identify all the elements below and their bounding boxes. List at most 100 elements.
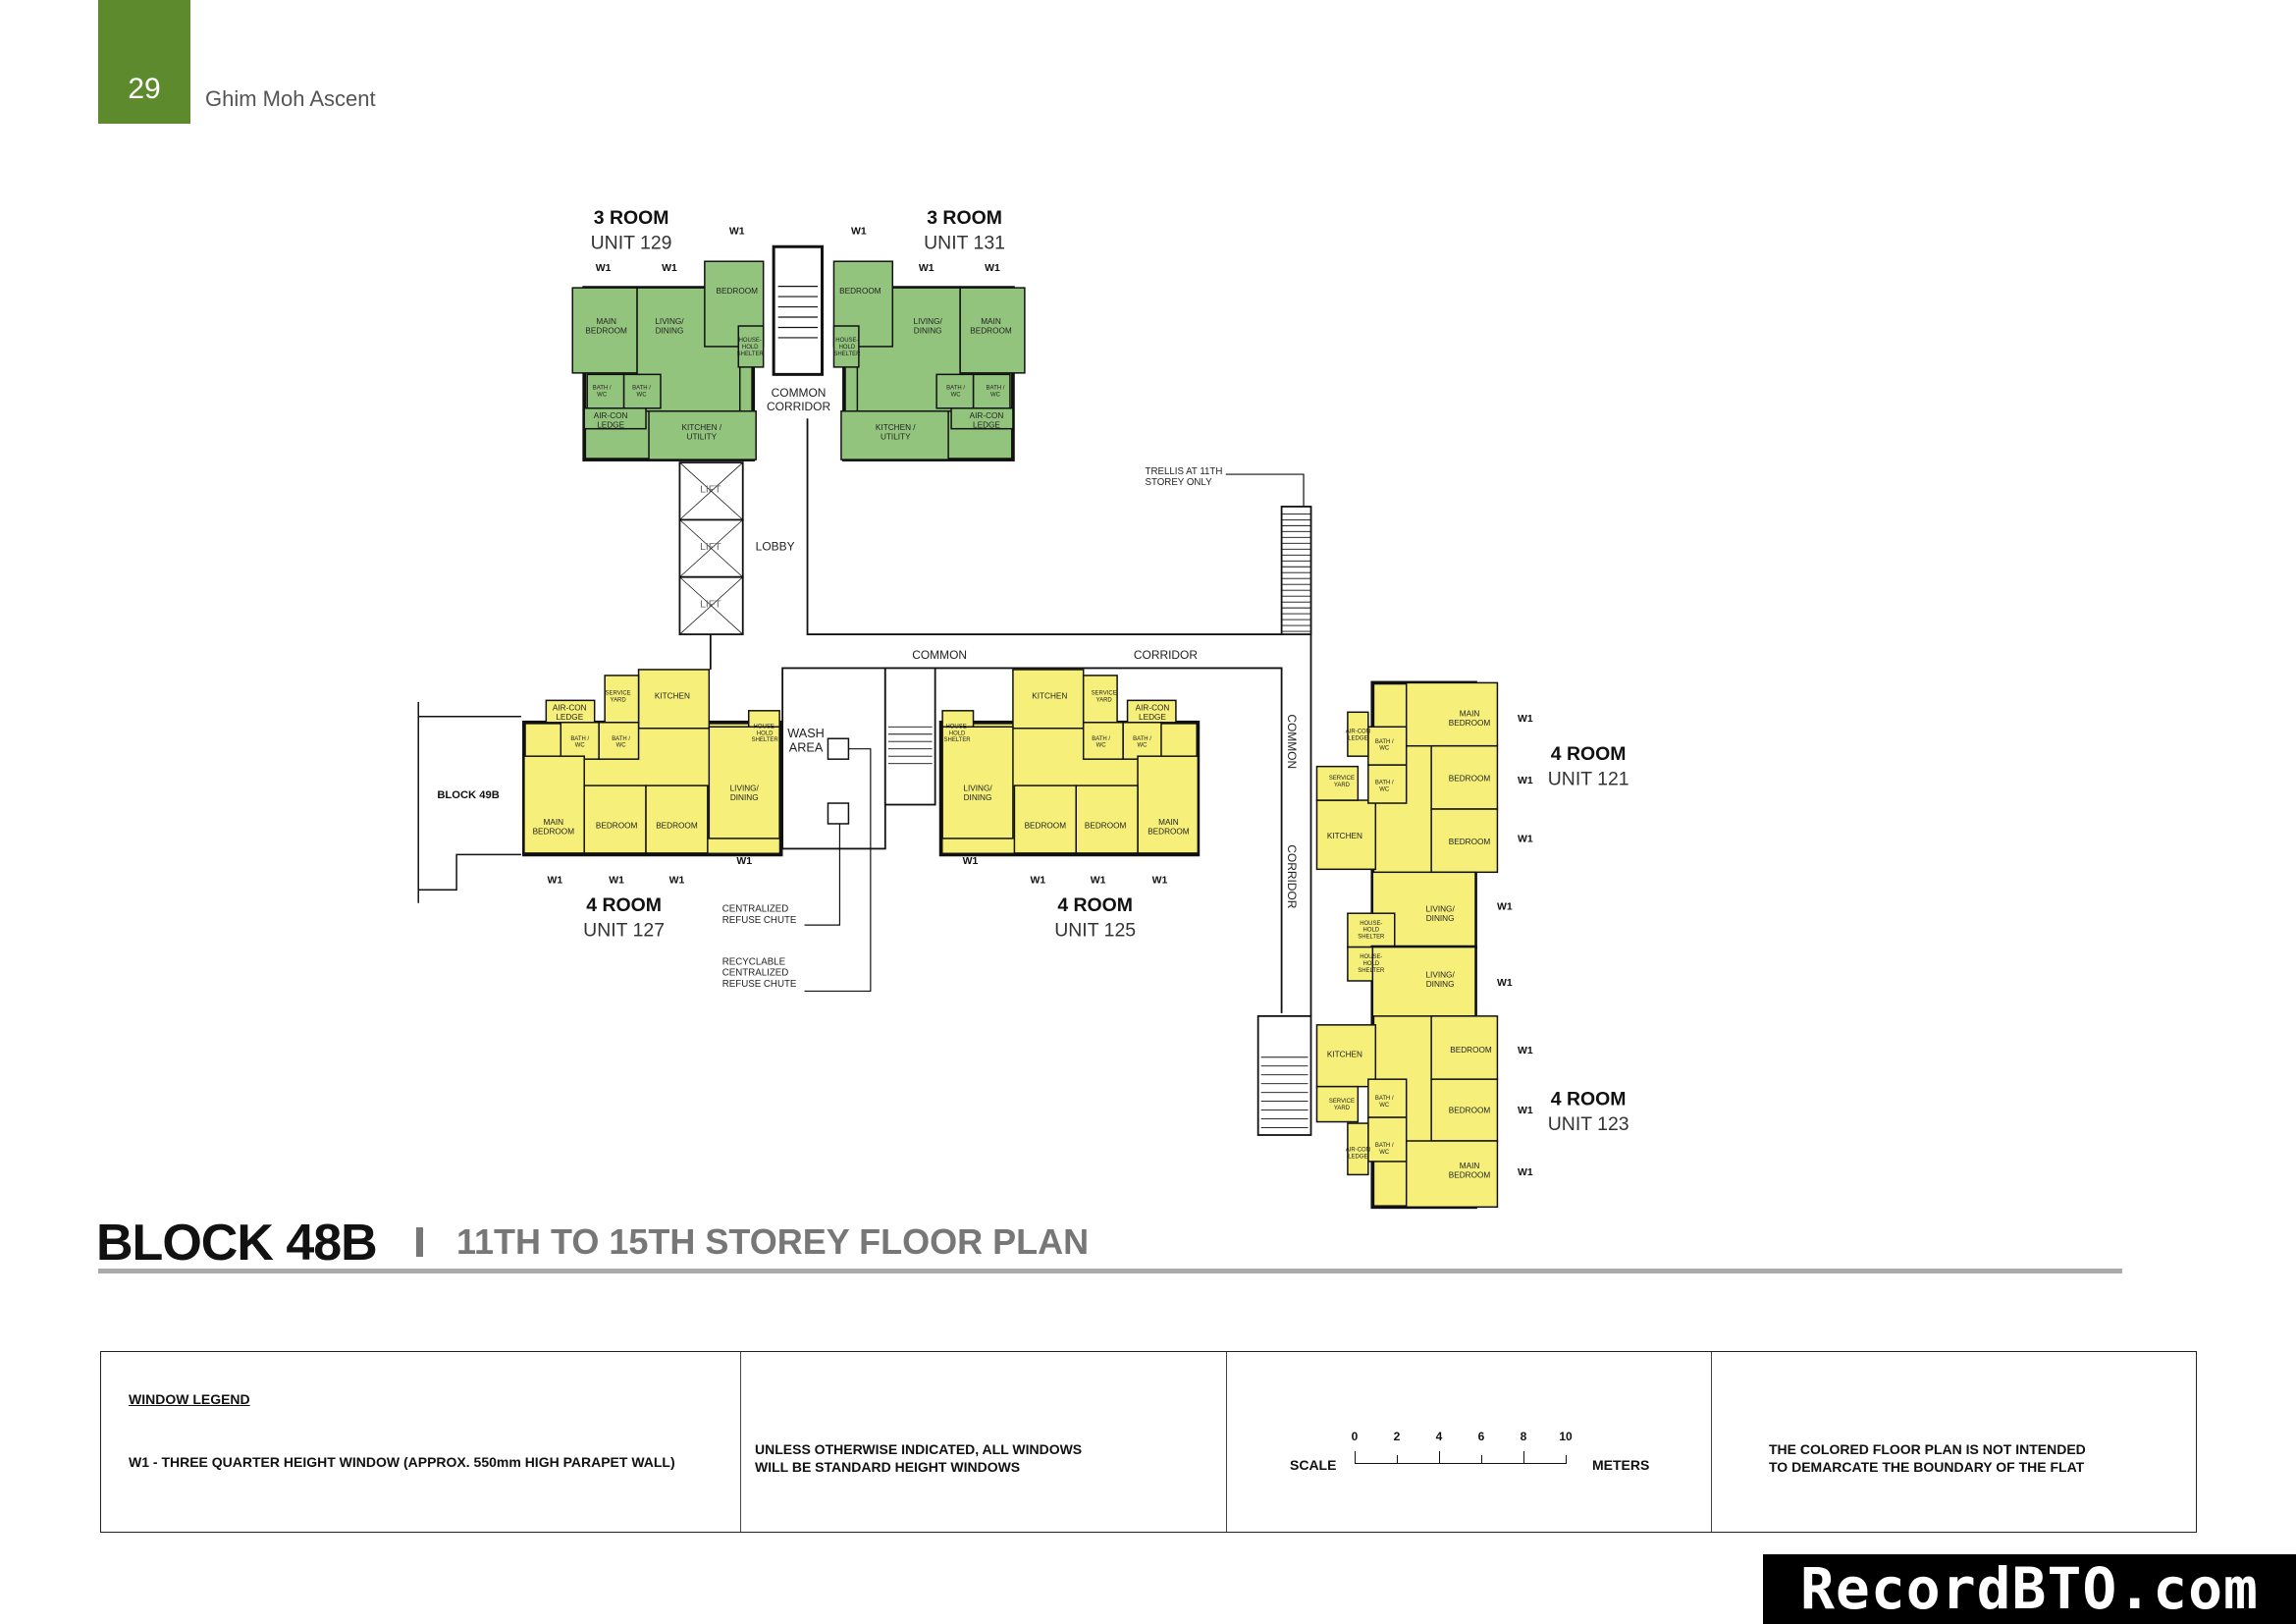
room-label: KITCHEN	[1327, 832, 1362, 840]
room	[1315, 765, 1360, 801]
text-line: LEDGE	[1348, 735, 1367, 741]
lift-cross	[679, 576, 743, 635]
room-label: BEDROOM	[1450, 1046, 1492, 1055]
text-line: COMMON	[772, 386, 827, 400]
text-line: DINING	[730, 793, 759, 802]
room-label: BATH /WC	[612, 736, 630, 749]
trellis-leader	[1225, 473, 1305, 507]
text-line: HOLD	[839, 345, 856, 351]
scale-unit: METERS	[1592, 1457, 1650, 1473]
text-line: LIFT	[700, 542, 721, 553]
window-tag-w1: W1	[851, 226, 867, 237]
unit-number-label: UNIT 127	[583, 919, 665, 941]
window-tag-w1: W1	[1518, 714, 1533, 725]
room	[1137, 755, 1200, 854]
text-line: UNIT 127	[583, 919, 665, 941]
text-line: HOUSE-	[945, 724, 968, 730]
room-label: BATH /WC	[632, 385, 651, 398]
text-line: BEDROOM	[585, 327, 627, 336]
text-line: BLOCK 49B	[437, 789, 500, 801]
room-label: BEDROOM	[1449, 838, 1491, 846]
corridor-outline	[884, 667, 1283, 1013]
text-line: LIVING/	[914, 317, 943, 326]
unit-number-label: UNIT 121	[1548, 768, 1629, 789]
room	[950, 406, 1014, 430]
note-line: WILL BE STANDARD HEIGHT WINDOWS	[755, 1459, 1021, 1475]
room	[1430, 808, 1499, 874]
room-label: KITCHEN	[655, 692, 690, 701]
text-line: W1	[669, 875, 685, 886]
room	[1315, 799, 1377, 871]
room-label: BATH /WC	[1375, 781, 1394, 793]
text-line: BATH /	[570, 736, 589, 742]
room	[1430, 744, 1499, 810]
text-line: LEDGE	[973, 420, 1000, 429]
text-line: W1	[919, 263, 934, 274]
staircase	[772, 244, 824, 376]
text-line: DINING	[1426, 914, 1455, 923]
text-line: CORRIDOR	[1285, 844, 1299, 908]
room-label: BATH /WC	[1375, 1096, 1394, 1109]
text-line: SHELTER	[737, 352, 765, 357]
text-line: LIVING/	[655, 317, 684, 326]
room	[645, 785, 709, 854]
room	[832, 325, 860, 368]
room	[1082, 675, 1118, 724]
text-line: BEDROOM	[656, 821, 698, 830]
scale-tick: 4	[1435, 1430, 1443, 1443]
room	[1082, 722, 1124, 760]
room-label: BEDROOM	[839, 287, 881, 296]
text-line: BEDROOM	[839, 287, 881, 296]
text-line: W1	[1030, 875, 1045, 886]
text-line: REFUSE CHUTE	[722, 979, 797, 990]
text-line: BATH /	[1375, 781, 1394, 786]
text-line: AIR-CON	[1346, 1148, 1370, 1154]
text-line: CENTRALIZED	[722, 968, 789, 979]
text-line: W1	[547, 875, 562, 886]
corridor-label-vertical: CORRIDOR	[1285, 844, 1299, 908]
room	[935, 373, 975, 409]
scale-cell: SCALE 0 2 4 6 8 10 METERS	[1227, 1352, 1712, 1532]
text-line: TRELLIS AT 11TH	[1146, 466, 1223, 477]
text-line: HOUSE-	[1360, 954, 1382, 960]
unit-number-label: UNIT 131	[924, 233, 1005, 254]
text-line: SHELTER	[944, 737, 972, 743]
room-label: KITCHEN /UTILITY	[682, 423, 722, 441]
text-line: W1	[596, 263, 612, 274]
text-line: SHELTER	[833, 352, 861, 357]
w1-legend: W1 - THREE QUARTER HEIGHT WINDOW (APPROX…	[129, 1454, 675, 1470]
text-line: KITCHEN /	[876, 423, 916, 432]
text-line: AIR-CON	[553, 703, 587, 712]
text-line: MAIN	[981, 317, 1001, 326]
window-tag-w1: W1	[1497, 978, 1513, 989]
room-label: BEDROOM	[596, 821, 638, 830]
text-line: BATH /	[612, 736, 630, 742]
text-line: WC	[1379, 1103, 1390, 1109]
text-line: HOUSE-	[835, 338, 858, 344]
room-label: BATH /WC	[1375, 739, 1394, 752]
room	[941, 726, 1014, 839]
lobby-label: LOBBY	[756, 540, 795, 554]
text-line: DINING	[964, 793, 992, 802]
text-line: LIVING/	[963, 785, 992, 793]
text-line: BEDROOM	[970, 327, 1012, 336]
unit-type-label: 3 ROOM	[927, 207, 1002, 229]
text-line: MAIN	[596, 317, 616, 326]
text-line: W1	[736, 856, 752, 867]
window-tag-w1: W1	[547, 875, 562, 886]
text-line: WC	[575, 743, 586, 749]
text-line: CORRIDOR	[1134, 648, 1198, 662]
note-line: TO DEMARCATE THE BOUNDARY OF THE FLAT	[1769, 1459, 2085, 1475]
text-line: COMMON	[912, 648, 967, 662]
room-label: BATH /WC	[1375, 1143, 1394, 1156]
window-legend-heading: WINDOW LEGEND	[129, 1391, 250, 1407]
text-line: YARD	[1334, 783, 1351, 788]
window-tag-w1: W1	[669, 875, 685, 886]
block-title: BLOCK 48B	[96, 1215, 378, 1272]
